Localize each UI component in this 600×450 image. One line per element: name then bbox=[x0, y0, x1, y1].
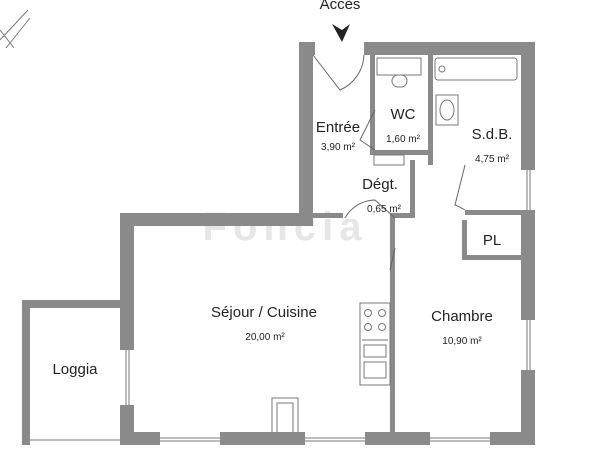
room-sdb-name: S.d.B. bbox=[472, 126, 513, 143]
sink-icon bbox=[435, 94, 459, 126]
access-arrow-icon bbox=[332, 24, 350, 42]
washbasin-icon bbox=[373, 154, 405, 166]
room-degt-name: Dégt. bbox=[362, 176, 398, 193]
room-entree-name: Entrée bbox=[316, 119, 360, 136]
room-chambre-name: Chambre bbox=[431, 308, 493, 325]
room-degt-area: 0,65 m² bbox=[367, 204, 402, 215]
room-chambre-area: 10,90 m² bbox=[442, 336, 482, 347]
windows bbox=[120, 170, 535, 445]
room-entree-area: 3,90 m² bbox=[321, 142, 356, 153]
access-label: Accès bbox=[320, 0, 361, 13]
room-loggia-name: Loggia bbox=[52, 361, 98, 378]
north-arrow-icon bbox=[0, 9, 31, 49]
alcove bbox=[271, 397, 299, 432]
room-pl-name: PL bbox=[483, 232, 501, 249]
room-wc-name: WC bbox=[391, 106, 416, 123]
room-sdb-area: 4,75 m² bbox=[475, 154, 510, 165]
doors bbox=[312, 54, 466, 271]
interior-walls bbox=[313, 55, 521, 432]
bathtub-icon bbox=[434, 57, 518, 81]
kitchen-counter bbox=[359, 302, 391, 386]
toilet-icon bbox=[376, 57, 422, 88]
room-sejour-area: 20,00 m² bbox=[245, 332, 285, 343]
room-sejour-name: Séjour / Cuisine bbox=[211, 304, 317, 321]
room-wc-area: 1,60 m² bbox=[386, 134, 421, 145]
watermark: Foncia bbox=[203, 205, 368, 249]
